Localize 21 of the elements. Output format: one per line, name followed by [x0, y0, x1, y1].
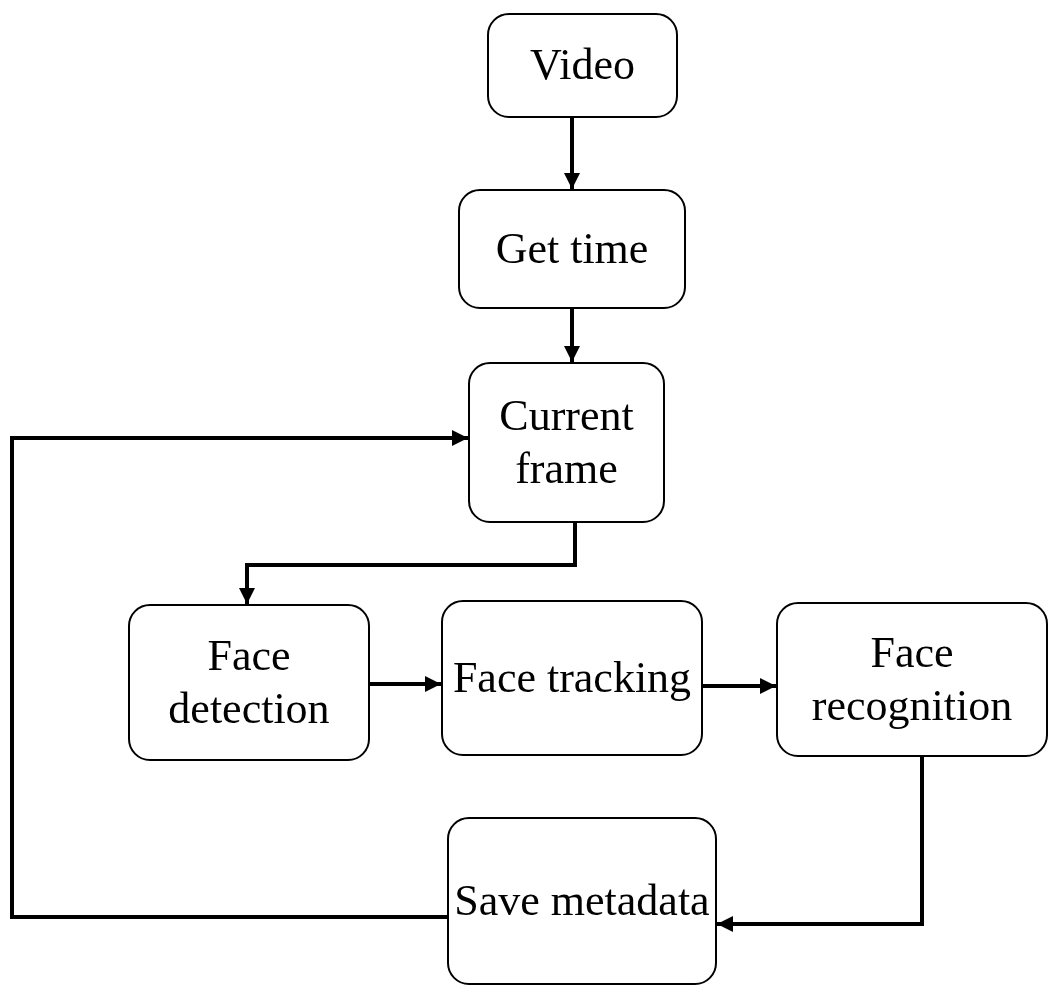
- box-label: Face detection: [167, 629, 331, 735]
- process-box: [458, 189, 686, 309]
- box-label: Video: [530, 39, 635, 92]
- arrow: [564, 118, 580, 189]
- box-label: Save metadata: [454, 874, 710, 927]
- arrow: [717, 757, 924, 932]
- process-box: [487, 13, 678, 118]
- arrow: [370, 676, 441, 692]
- process-box: [128, 604, 370, 761]
- box-label: Get time: [495, 222, 649, 275]
- process-box: [447, 817, 717, 985]
- arrow: [703, 678, 776, 694]
- process-box: [776, 602, 1048, 757]
- arrow: [239, 523, 577, 604]
- arrow: [564, 309, 580, 362]
- arrow: [10, 430, 468, 919]
- box-label: Current frame: [498, 389, 635, 495]
- box-label: Face tracking: [452, 651, 692, 704]
- box-label: Face recognition: [810, 626, 1014, 732]
- process-box: [441, 600, 703, 756]
- process-box: [468, 362, 665, 523]
